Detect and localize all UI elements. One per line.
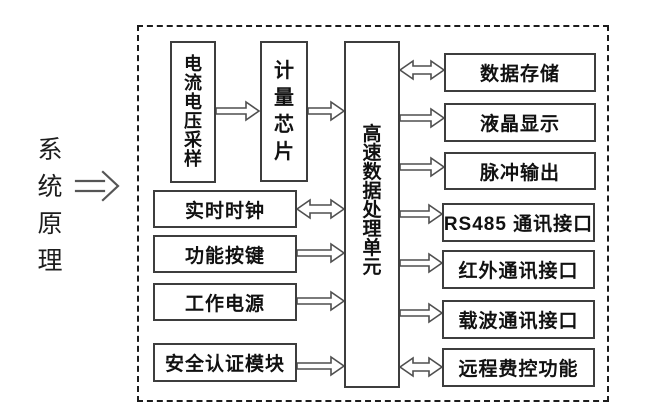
block-label: 远程费控功能: [458, 359, 579, 380]
arrow-processor-storage-bidirectional: [398, 59, 446, 81]
block-rs485-communication-interface: RS485 通讯接口: [442, 203, 595, 242]
block-label: 载波通讯接口: [458, 311, 579, 332]
block-label: 工作电源: [184, 293, 265, 315]
arrow-processor-to-infrared: [399, 252, 444, 274]
block-label: 脉冲输出: [479, 162, 560, 184]
block-lcd-display: 液晶显示: [444, 103, 596, 142]
arrow-processor-fee-bidirectional: [398, 356, 444, 378]
block-function-keys: 功能按键: [153, 235, 297, 273]
arrow-sampling-to-metering: [215, 100, 261, 122]
arrow-metering-to-processor: [307, 100, 346, 122]
block-label: 实时时钟: [184, 200, 265, 222]
block-metering-chip: 计量芯片: [260, 41, 308, 182]
block-label: 计量芯片: [274, 59, 294, 163]
block-pulse-output: 脉冲输出: [444, 152, 596, 190]
arrow-power-to-processor: [296, 290, 346, 312]
block-label: 液晶显示: [479, 114, 560, 135]
system-principle-caption: 系统原理: [37, 136, 63, 275]
block-label: 红外通讯接口: [458, 261, 579, 282]
block-data-storage: 数据存储: [444, 53, 596, 92]
block-label: 高速数据处理单元: [362, 123, 382, 278]
caption-arrow: [74, 170, 120, 202]
block-label: 安全认证模块: [164, 354, 285, 375]
block-high-speed-data-processing-unit: 高速数据处理单元: [344, 41, 400, 388]
diagram-frame: [137, 25, 609, 402]
arrow-security-to-processor: [296, 355, 346, 377]
arrow-processor-to-carrier: [399, 302, 444, 324]
block-working-power: 工作电源: [153, 283, 297, 321]
block-real-time-clock: 实时时钟: [153, 190, 297, 228]
arrow-rtc-processor-bidirectional: [295, 198, 346, 220]
block-label: RS485 通讯接口: [443, 214, 594, 235]
block-label: 数据存储: [479, 64, 560, 85]
block-remote-fee-control: 远程费控功能: [442, 348, 595, 387]
arrow-processor-to-pulse: [399, 156, 446, 178]
block-label: 电流电压采样: [183, 54, 202, 169]
block-security-authentication-module: 安全认证模块: [153, 343, 297, 382]
block-label: 功能按键: [184, 245, 265, 267]
arrow-keys-to-processor: [296, 242, 346, 264]
block-carrier-communication-interface: 载波通讯接口: [442, 300, 595, 339]
arrow-processor-to-rs485: [399, 203, 444, 225]
arrow-processor-to-lcd: [399, 107, 446, 129]
block-current-voltage-sampling: 电流电压采样: [170, 41, 216, 183]
block-infrared-communication-interface: 红外通讯接口: [442, 250, 595, 289]
